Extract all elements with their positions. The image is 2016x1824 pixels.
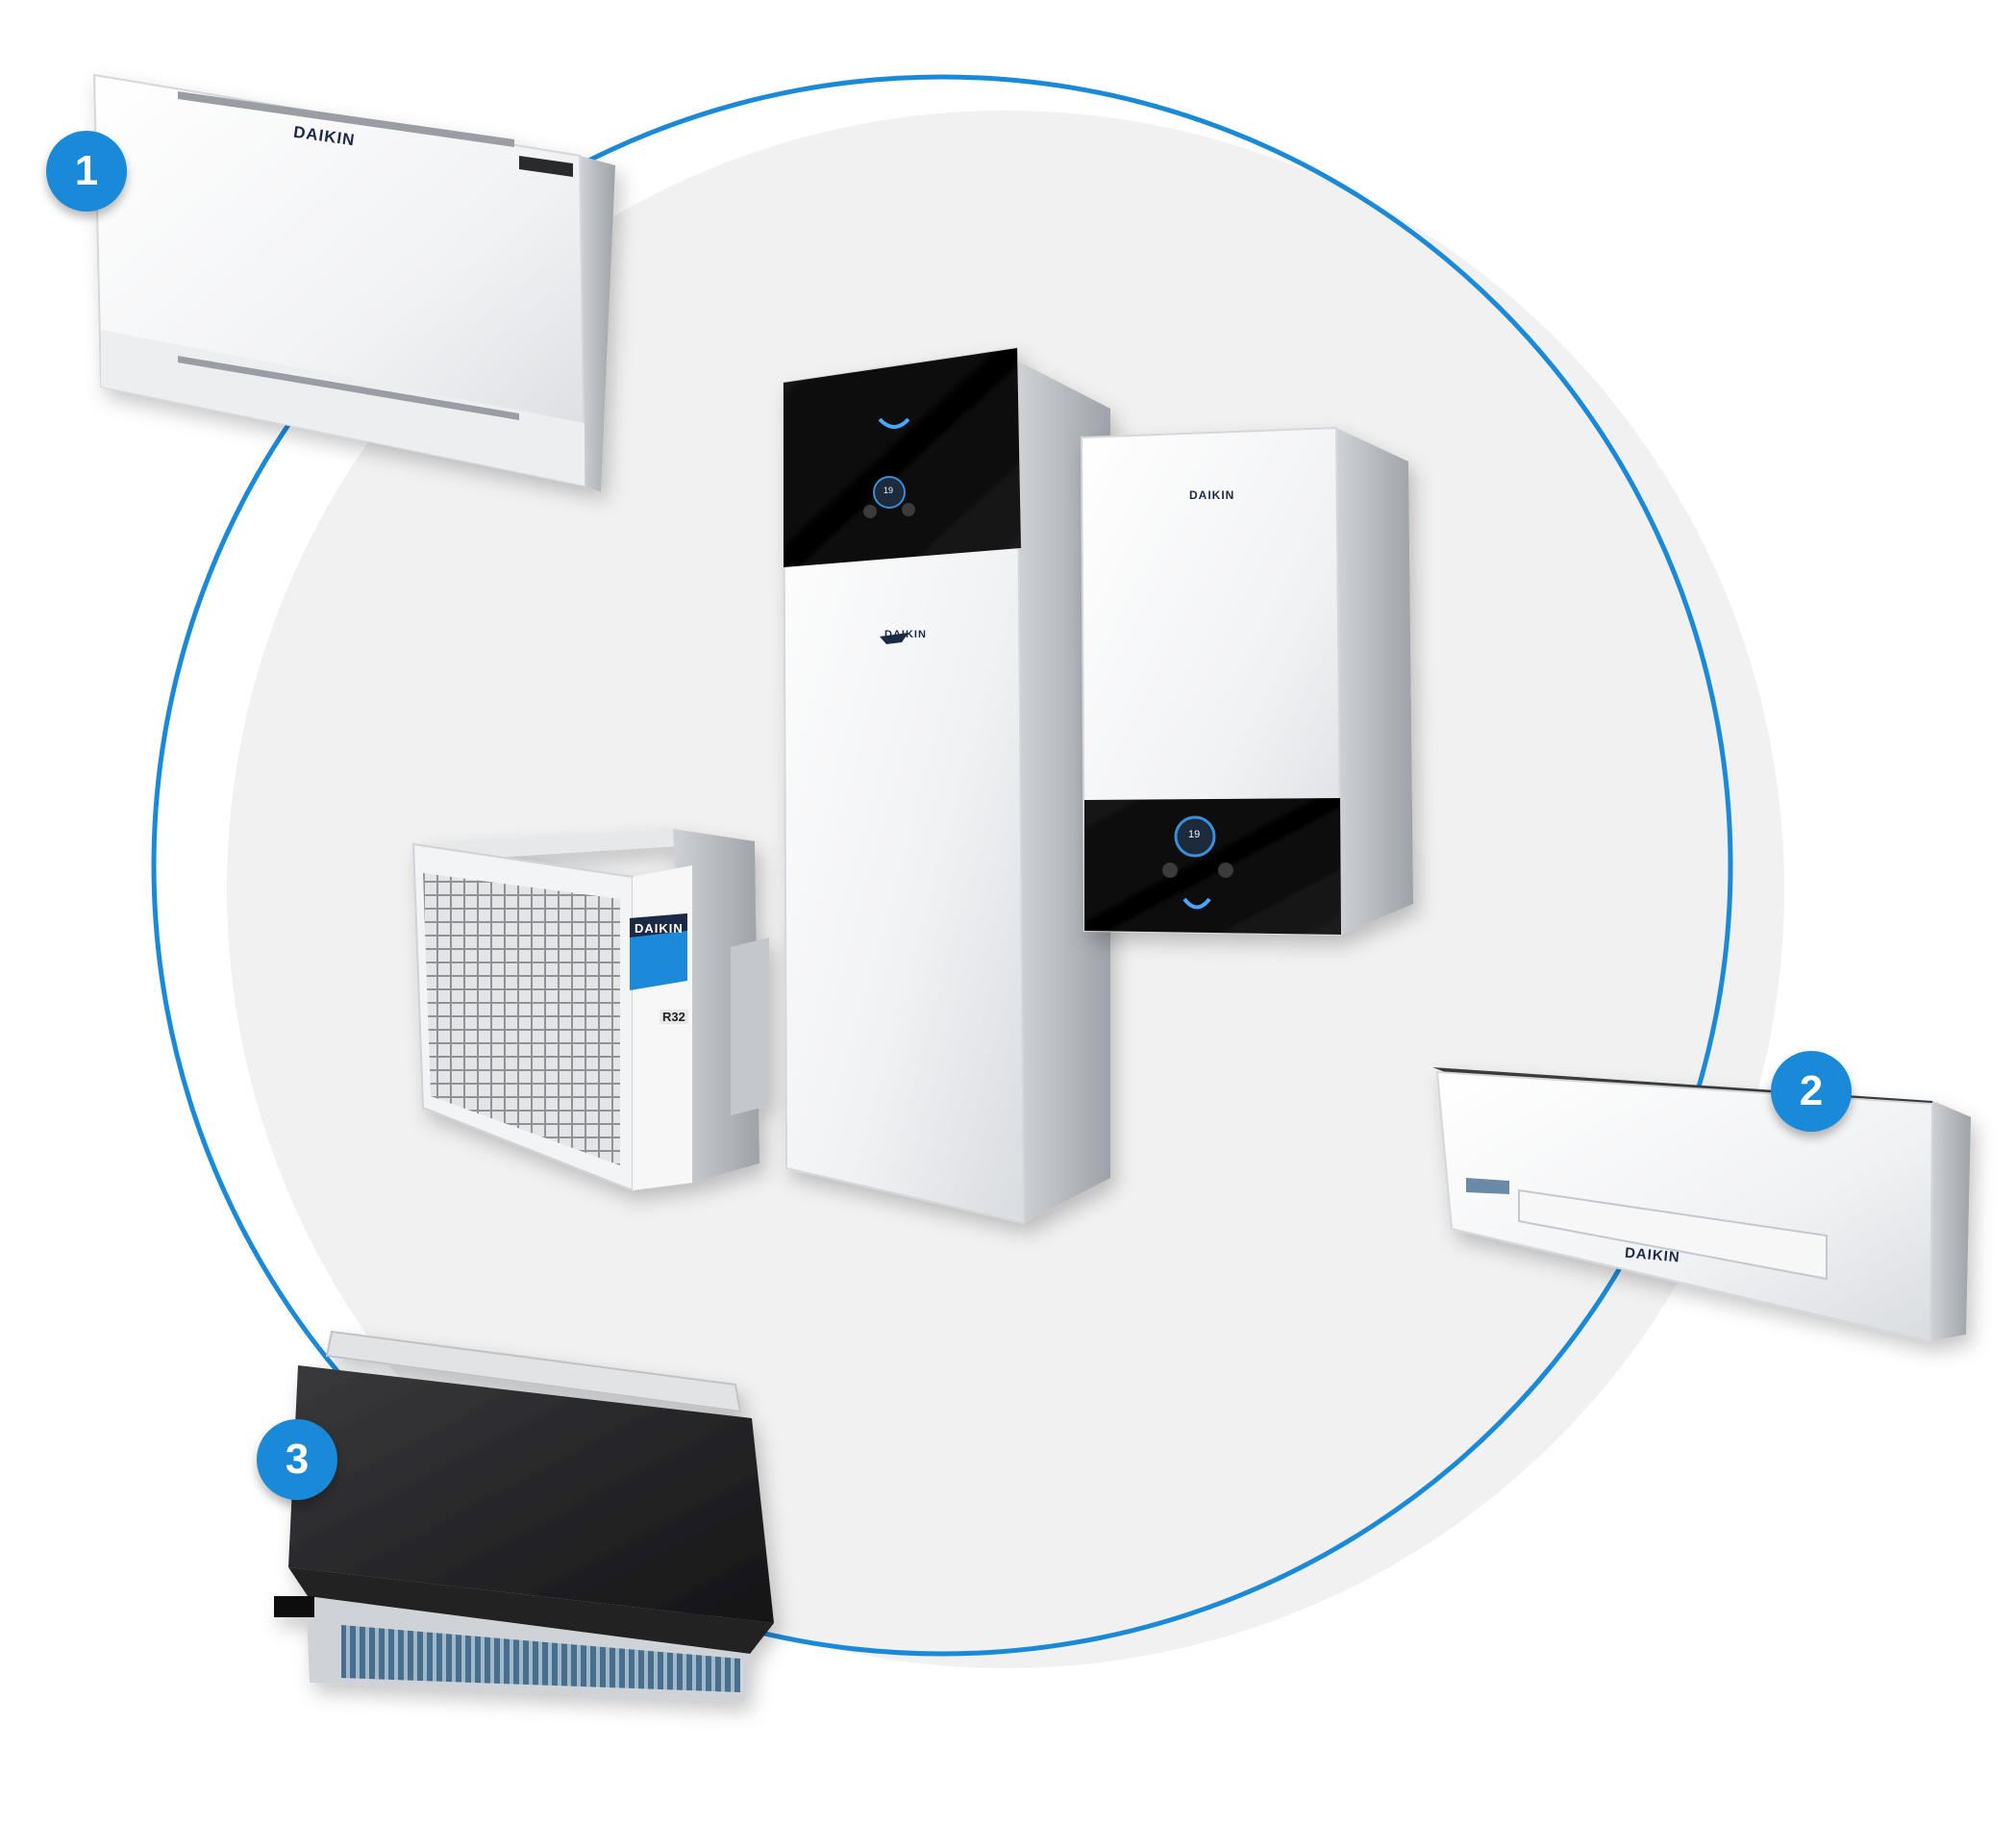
wall-hung-indoor-unit bbox=[1080, 426, 1413, 937]
tank-unit-display: 19 bbox=[884, 486, 894, 495]
badge-3-label: 3 bbox=[285, 1436, 310, 1483]
outdoor-unit bbox=[411, 829, 769, 1192]
floor-standing-convector bbox=[92, 73, 615, 492]
brand-label-tank-unit: DAIKIN bbox=[884, 629, 927, 640]
concealed-fan-coil-unit bbox=[274, 1330, 774, 1702]
brand-label-outdoor-unit: DAIKIN bbox=[635, 921, 684, 936]
refrigerant-label: R32 bbox=[660, 1010, 688, 1024]
brand-label-wall-unit: DAIKIN bbox=[1189, 488, 1235, 502]
badge-3: 3 bbox=[257, 1419, 337, 1500]
wall-unit-display: 19 bbox=[1188, 829, 1201, 840]
badge-1-label: 1 bbox=[74, 147, 99, 194]
floor-standing-tank-unit bbox=[782, 346, 1110, 1225]
blue-ring bbox=[151, 74, 1733, 1657]
badge-1: 1 bbox=[46, 131, 127, 212]
badge-2-label: 2 bbox=[1799, 1067, 1824, 1114]
badge-2: 2 bbox=[1771, 1051, 1852, 1132]
